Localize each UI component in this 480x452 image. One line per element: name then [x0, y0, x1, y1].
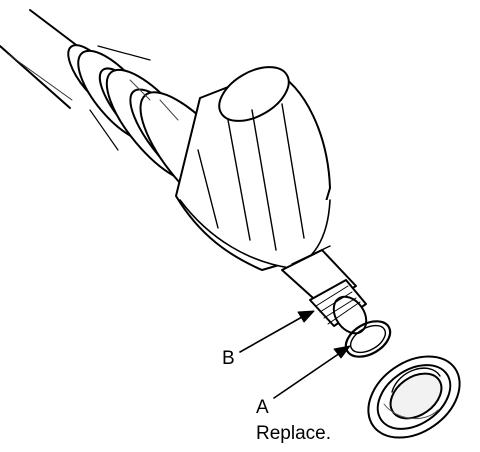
leader-a — [273, 345, 351, 399]
callout-b-label: B — [222, 348, 235, 369]
snap-ring — [344, 320, 392, 358]
splined-end — [309, 279, 368, 335]
seal-bore — [367, 355, 461, 439]
callout-a-note: Replace. — [256, 423, 331, 444]
callout-a-label: A — [256, 397, 269, 418]
leader-b — [239, 310, 315, 353]
cv-joint-housing — [175, 66, 331, 271]
